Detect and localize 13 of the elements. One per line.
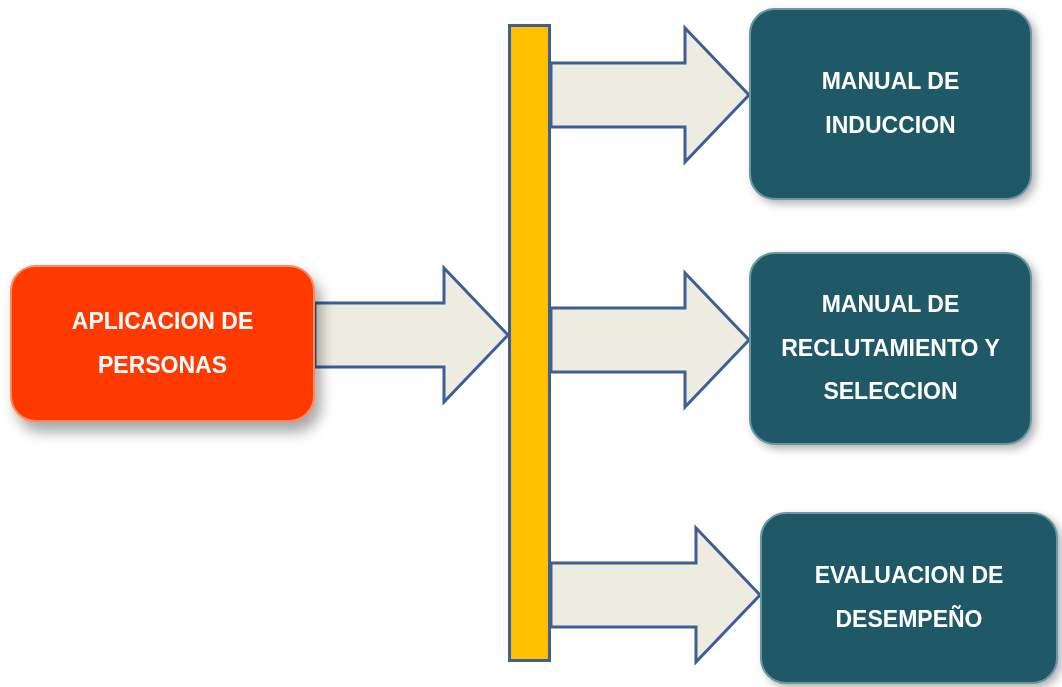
box-label: EVALUACION DE DESEMPEÑO <box>813 561 1005 634</box>
process-box <box>10 265 315 422</box>
box-label: MANUAL DE RECLUTAMIENTO Y SELECCION <box>780 289 1001 407</box>
block-arrow <box>313 264 511 406</box>
block-arrow <box>549 24 752 166</box>
vertical-bar <box>508 24 551 662</box>
process-box <box>749 8 1032 200</box>
block-arrow <box>549 524 763 666</box>
process-box <box>760 512 1058 684</box>
process-box <box>749 252 1032 445</box>
box-label: MANUAL DE INDUCCION <box>820 67 961 140</box>
box-label: APLICACION DE PERSONAS <box>70 306 255 380</box>
block-arrow <box>549 269 752 411</box>
